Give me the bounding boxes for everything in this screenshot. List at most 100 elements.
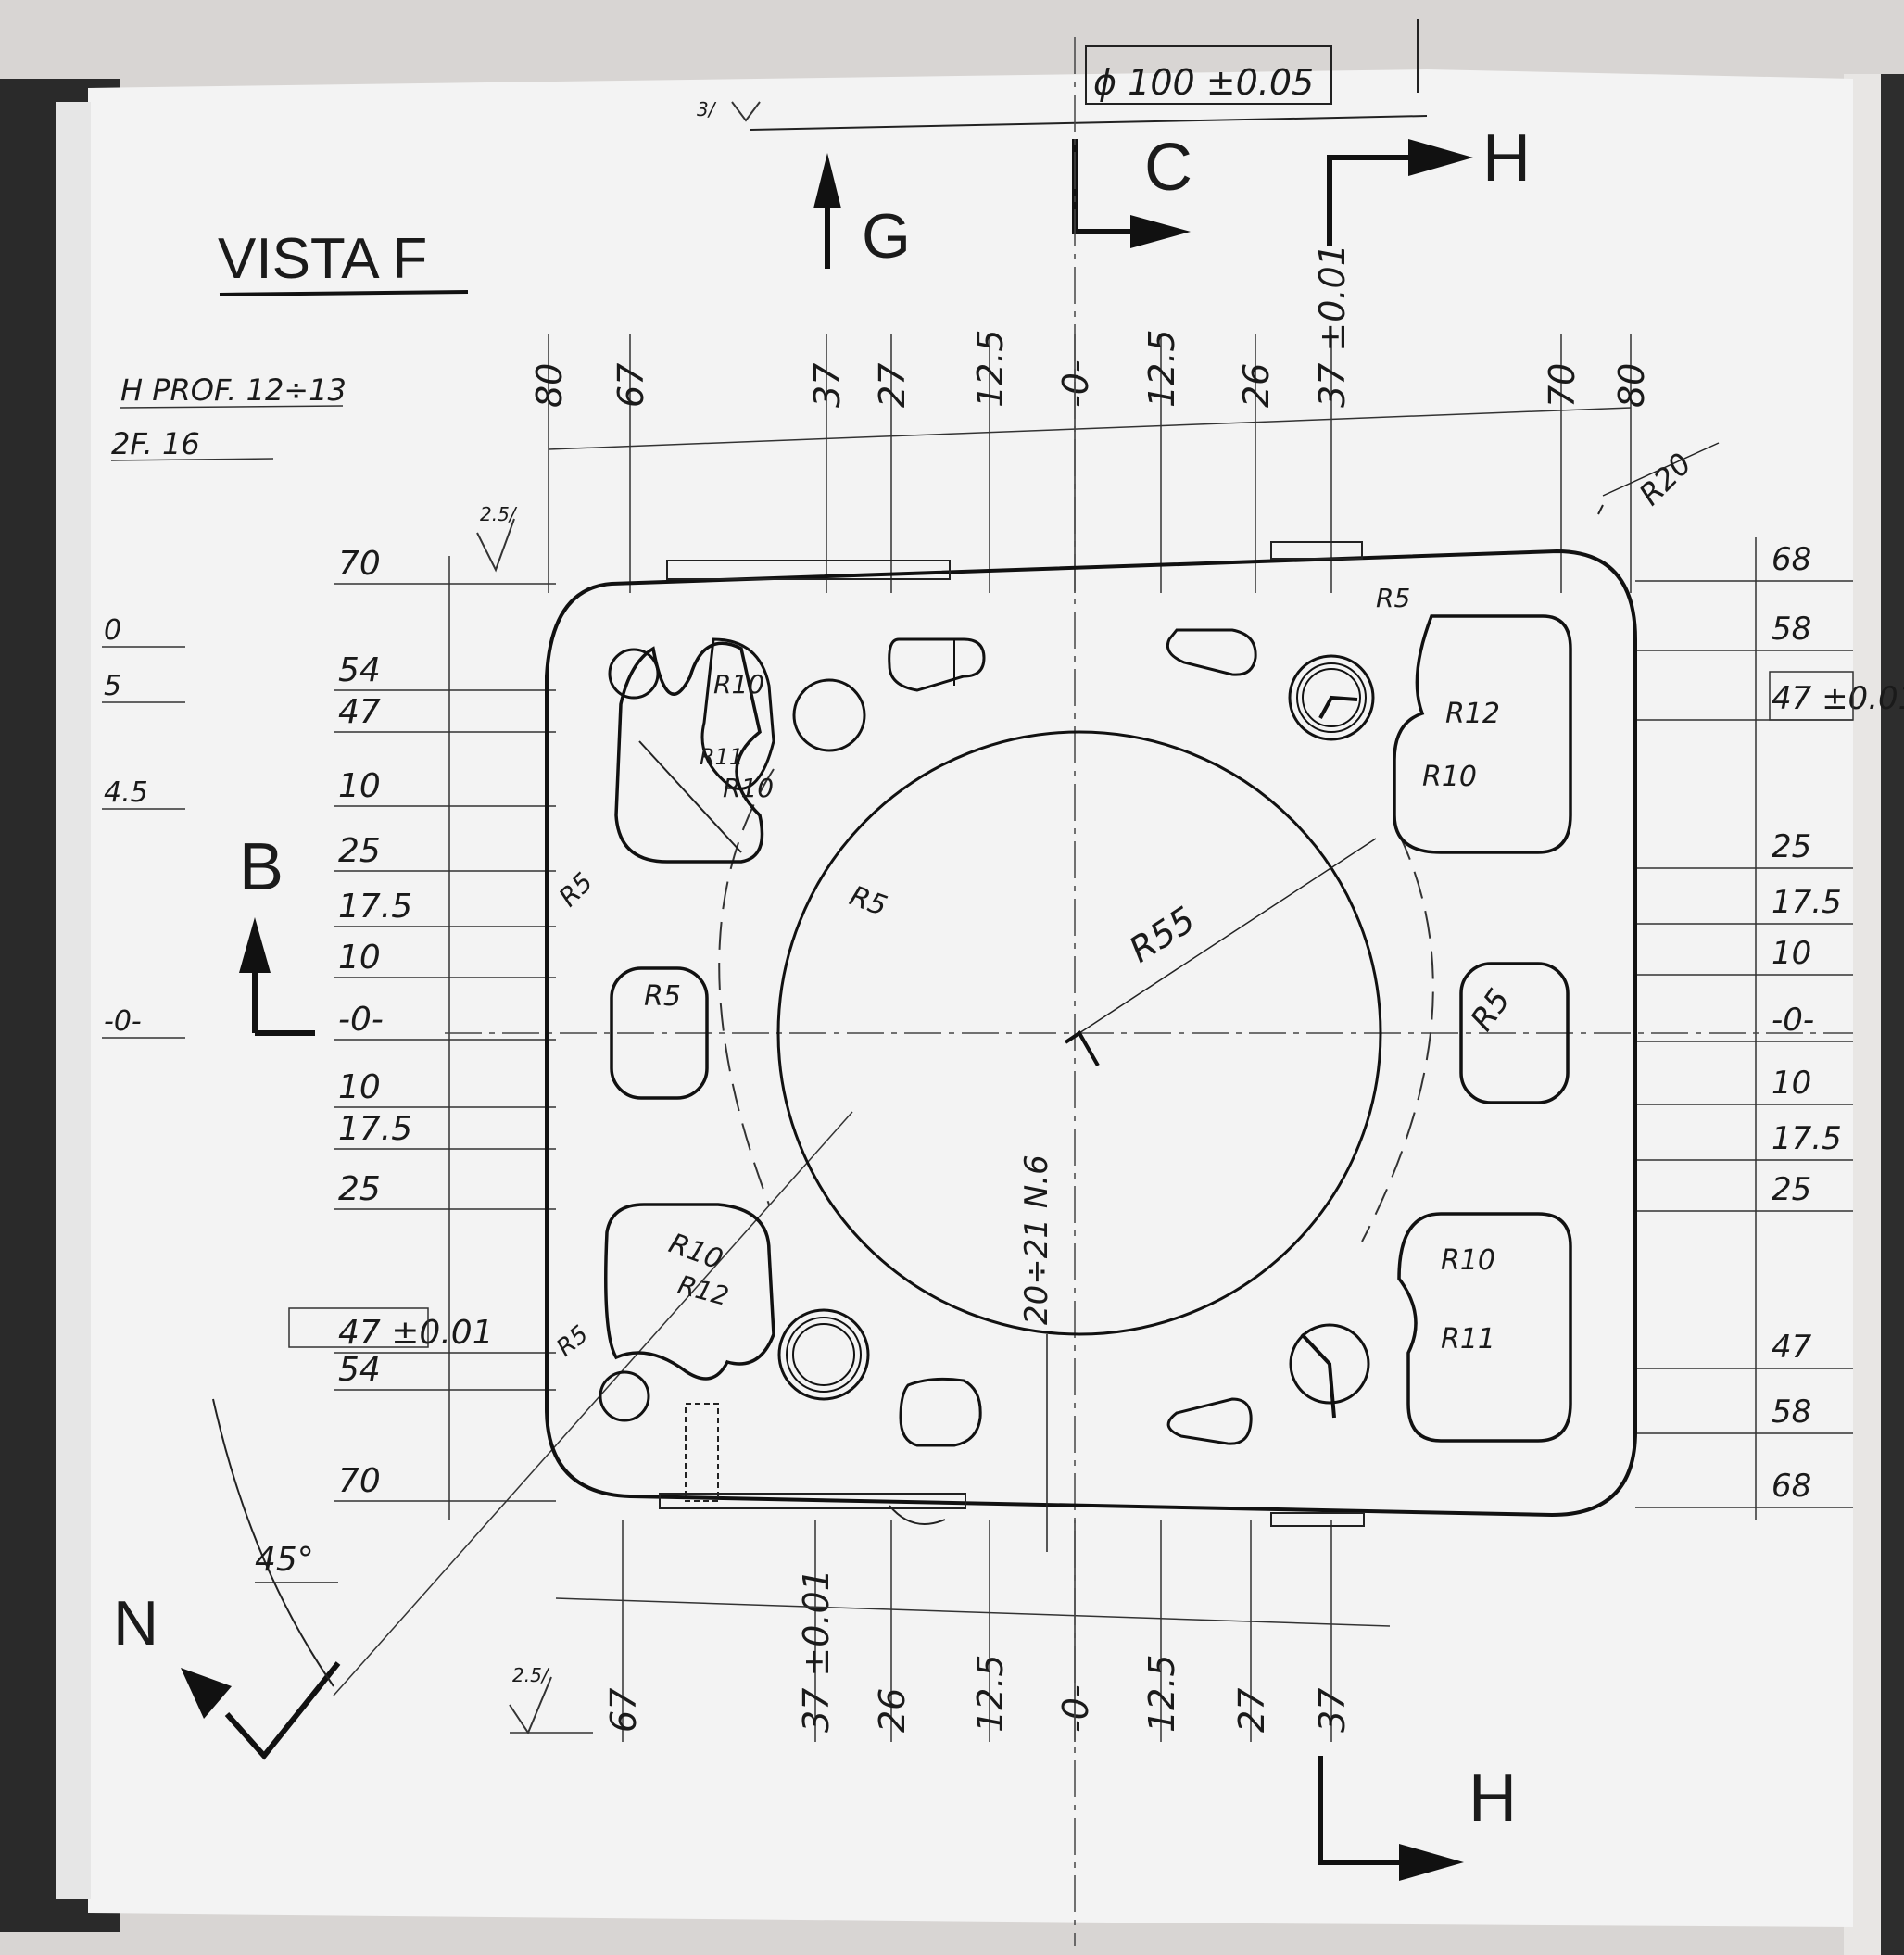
section-label-b: B xyxy=(239,830,284,904)
slot-top-right xyxy=(1166,628,1257,676)
bottom-ordinate-label: 12.5 xyxy=(1141,1654,1182,1733)
note-depth: H PROF. 12÷13 xyxy=(120,372,347,408)
dowel-hole-bottom-left xyxy=(777,1308,870,1401)
section-arrow-h-top: H xyxy=(1327,121,1531,246)
left-ordinate-label: 47 ±0.01 xyxy=(338,1314,494,1352)
bottom-ordinate-label: 12.5 xyxy=(970,1654,1011,1733)
slot-bottom-right xyxy=(1166,1397,1253,1445)
section-label-h-top: H xyxy=(1482,121,1531,196)
dowel-hole-top-right xyxy=(1288,654,1375,741)
left-ordinate-label: 25 xyxy=(338,1170,381,1208)
left-ordinate-label: 17.5 xyxy=(338,1110,412,1148)
top-ordinate-label: 37 ±0.01 xyxy=(1312,244,1353,408)
section-arrow-h-bottom: H xyxy=(1318,1756,1517,1881)
section-arrow-g: G xyxy=(813,153,911,271)
left-ordinate-label: 70 xyxy=(338,1462,381,1500)
right-ordinate-label: 68 xyxy=(1772,1468,1811,1505)
left-fragment-label: -0- xyxy=(104,1005,142,1038)
section-arrow-n: N xyxy=(113,1588,341,1760)
left-ordinate-label: 47 xyxy=(338,693,381,731)
diagonal-line xyxy=(333,1111,853,1696)
top-tab-right xyxy=(1270,541,1363,560)
pocket-bottom-left xyxy=(604,1203,775,1381)
section-label-c: C xyxy=(1144,131,1192,205)
top-ordinate-label: 12.5 xyxy=(970,329,1011,408)
radius-r12-tr: R12 xyxy=(1445,698,1500,730)
diameter-dimension: ϕ 100 ±0.05 xyxy=(1093,62,1314,103)
bottom-tab-left xyxy=(659,1493,966,1509)
top-ordinate-label: -0- xyxy=(1055,359,1096,408)
top-ordinate-label: 70 xyxy=(1542,363,1582,408)
bottom-ordinate-label: 37 ±0.01 xyxy=(796,1569,837,1733)
right-ordinate-label: 17.5 xyxy=(1772,1120,1842,1157)
pocket-bottom-right xyxy=(1397,1212,1572,1443)
main-bore xyxy=(776,730,1382,1336)
depth-dimension: 20÷21 N.6 xyxy=(1018,1154,1055,1325)
top-ordinate-label: 80 xyxy=(529,363,570,408)
left-fragment-label: 0 xyxy=(104,614,121,647)
slot-top-left xyxy=(888,637,986,692)
radius-r10-tl: R10 xyxy=(713,669,764,700)
page xyxy=(88,69,1853,1927)
top-ordinate-label: 27 xyxy=(872,363,913,408)
section-label-n: N xyxy=(113,1588,158,1659)
bottom-ordinate-label: 26 xyxy=(872,1688,913,1733)
right-ordinate-label: 58 xyxy=(1772,1394,1811,1431)
diameter-tolerance-box xyxy=(1085,45,1332,105)
bottom-ordinate-label: -0- xyxy=(1055,1684,1096,1733)
bottom-tab-right xyxy=(1270,1512,1365,1527)
hole-pin-top xyxy=(792,678,866,752)
note-holes: 2F. 16 xyxy=(111,426,200,461)
left-ordinate-label: 70 xyxy=(338,545,381,583)
book-cover-right xyxy=(1881,74,1904,1955)
left-ordinate-label: 10 xyxy=(338,767,381,805)
radius-r10-br: R10 xyxy=(1441,1244,1495,1277)
section-label-g: G xyxy=(862,201,911,271)
roughness-left: 2.5/ xyxy=(480,503,518,525)
left-fragment-label: 5 xyxy=(104,670,121,702)
pocket-top-left xyxy=(614,641,764,864)
roughness-bottom: 2.5/ xyxy=(512,1664,550,1686)
right-ordinate-label: 25 xyxy=(1772,1171,1811,1208)
section-arrow-b: B xyxy=(239,830,315,1036)
top-ordinate-label: 12.5 xyxy=(1141,329,1182,408)
bottom-ordinate-label: 27 xyxy=(1231,1688,1272,1733)
pocket-mid-left xyxy=(610,966,709,1100)
left-ordinate-label: 25 xyxy=(338,832,381,870)
angle-label: 45° xyxy=(255,1541,314,1579)
hole-bottom-right xyxy=(1289,1323,1370,1405)
radius-r11-tl: R11 xyxy=(700,744,743,770)
radius-r11-br: R11 xyxy=(1441,1323,1495,1356)
roughness-symbol-left xyxy=(476,518,515,573)
part-outline xyxy=(545,549,1637,1518)
top-tab-left xyxy=(666,560,951,580)
roughness-top: 3/ xyxy=(697,98,717,120)
right-ordinate-label: 10 xyxy=(1772,1065,1811,1102)
left-margin-fragments: 0 5 4.5 -0- xyxy=(102,614,185,1039)
bottom-ordinate-label: 67 xyxy=(603,1688,644,1733)
radius-r10-tl2: R10 xyxy=(723,773,774,803)
top-ordinate-label: 67 xyxy=(611,363,651,408)
angle-arc xyxy=(212,1398,334,1687)
pocket-mid-right xyxy=(1459,962,1570,1104)
radius-r5-tr: R5 xyxy=(1376,583,1410,613)
left-ordinate-label: 17.5 xyxy=(338,888,412,926)
right-ordinate-label: 47 xyxy=(1772,1329,1812,1366)
section-label-h-bottom: H xyxy=(1469,1761,1517,1835)
right-ordinate-label: 25 xyxy=(1772,828,1811,865)
title-underline xyxy=(219,290,469,296)
left-ordinate-label: 54 xyxy=(338,1351,381,1389)
top-ordinate-label: 26 xyxy=(1236,363,1277,408)
left-ordinate-label: 54 xyxy=(338,651,381,689)
left-fragment-label: 4.5 xyxy=(104,776,148,809)
top-ordinate-label: 80 xyxy=(1611,363,1652,408)
page-stack-edge xyxy=(56,102,91,1899)
hole-top-left xyxy=(608,648,660,700)
slot-bottom-left xyxy=(899,1377,982,1447)
view-title: VISTA F xyxy=(218,227,427,291)
